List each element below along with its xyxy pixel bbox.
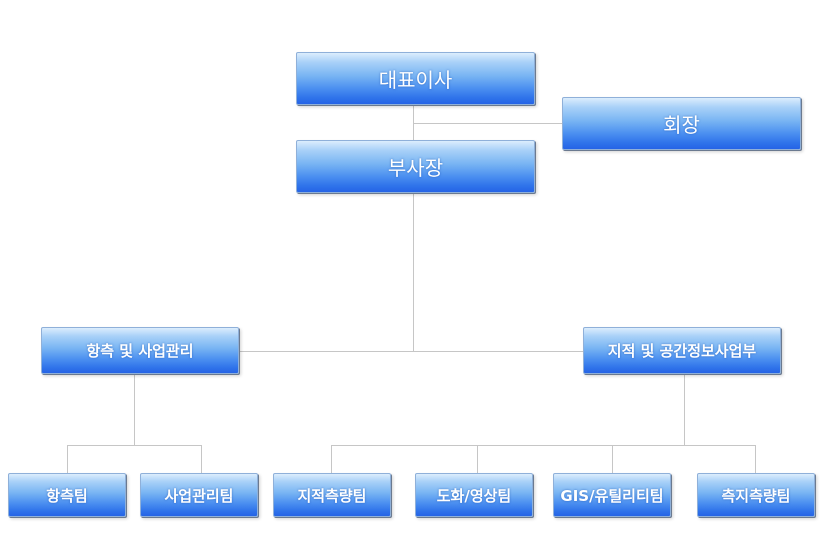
connector-team-6: [755, 445, 756, 473]
connector-division-right-down: [684, 374, 685, 445]
connector-team-5: [612, 445, 613, 473]
box-team-aerial-survey: 항측팀: [8, 473, 126, 517]
connector-vp-divisions: [413, 193, 414, 351]
connector-team-2: [201, 445, 202, 473]
connector-team-4: [477, 445, 478, 473]
box-team-geodetic-survey: 측지측량팀: [697, 473, 815, 517]
box-team-mapping-imagery: 도화/영상팀: [415, 473, 533, 517]
team-label: 사업관리팀: [164, 486, 234, 505]
box-team-cadastral-survey: 지적측량팀: [273, 473, 391, 517]
team-label: 도화/영상팀: [436, 486, 512, 505]
connector-chairman: [413, 123, 562, 124]
connector-divisions: [239, 351, 583, 352]
connector-team-3: [331, 445, 332, 473]
team-label: 지적측량팀: [297, 486, 367, 505]
connector-division-left-down: [134, 374, 135, 445]
box-division-cadastral-spatial: 지적 및 공간정보사업부: [583, 327, 781, 374]
box-ceo: 대표이사: [296, 52, 535, 105]
ceo-label: 대표이사: [378, 68, 453, 92]
division-label: 항측 및 사업관리: [86, 342, 194, 360]
box-chairman: 회장: [562, 97, 801, 150]
team-label: GIS/유틸리티팀: [560, 486, 664, 505]
connector-left-teams: [67, 445, 202, 446]
connector-ceo-vp: [413, 105, 414, 140]
connector-right-teams: [331, 445, 756, 446]
vice-president-label: 부사장: [387, 156, 444, 180]
team-label: 측지측량팀: [721, 486, 791, 505]
box-division-aerial-survey: 항측 및 사업관리: [41, 327, 239, 374]
box-team-business-management: 사업관리팀: [140, 473, 258, 517]
box-vice-president: 부사장: [296, 140, 535, 193]
team-label: 항측팀: [46, 486, 88, 505]
connector-team-1: [67, 445, 68, 473]
chairman-label: 회장: [663, 113, 700, 137]
division-label: 지적 및 공간정보사업부: [607, 342, 757, 360]
box-team-gis-utility: GIS/유틸리티팀: [553, 473, 671, 517]
